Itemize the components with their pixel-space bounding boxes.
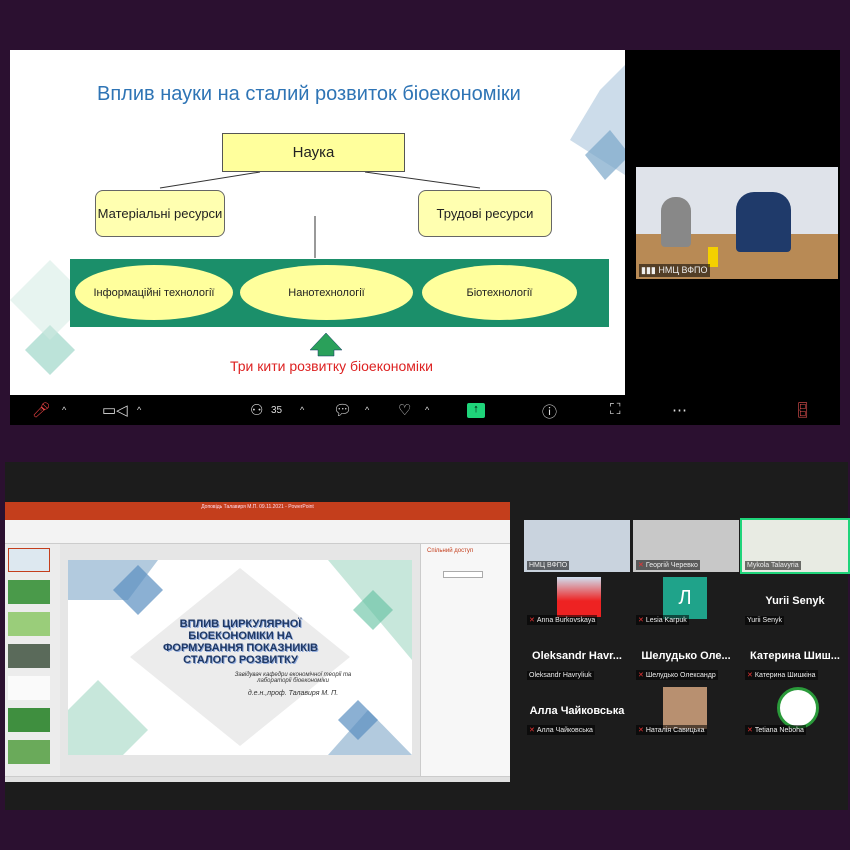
video-camera-icon[interactable]: ▭◁ [102, 402, 128, 419]
participant-tile[interactable]: Л✕Lesia Karpuk [633, 575, 739, 627]
avatar [557, 577, 601, 617]
ppt-ribbon[interactable] [5, 520, 510, 544]
participant-display-name: Oleksandr Havr... [532, 650, 622, 662]
info-icon[interactable]: ⓘ [542, 404, 558, 421]
powerpoint-window: Доповідь Талавиря М.П. 09.11.2021 - Powe… [5, 502, 510, 782]
participant-tile[interactable]: Mykola Talavyria [740, 518, 850, 574]
slide-thumbnails-pane[interactable] [5, 544, 60, 776]
participant-display-name: Алла Чайковська [529, 705, 625, 717]
node-material-resources: Матеріальні ресурси [95, 190, 225, 237]
participant-tile[interactable]: Oleksandr Havr... Oleksandr Havryliuk [524, 630, 630, 682]
participant-name-label: ✕Алла Чайковська [527, 725, 595, 735]
ppt-slide: ВПЛИВ ЦИРКУЛЯРНОЇ БІОЕКОНОМІКИ НА ФОРМУВ… [68, 560, 412, 755]
thumbnail[interactable] [8, 708, 50, 732]
participant-tile[interactable]: ✕Наталія Савицька [633, 685, 739, 737]
shared-access-pane: Спільний доступ [420, 544, 510, 776]
participant-tile[interactable]: ✕Anna Burkovskaya [524, 575, 630, 627]
ppt-status-bar [5, 776, 510, 782]
thumbnail[interactable] [8, 740, 50, 764]
avatar: Л [663, 577, 707, 619]
slide-decor [68, 560, 412, 755]
chevron-up-icon[interactable]: ^ [137, 405, 142, 415]
participant-display-name: Шелудько Оле... [641, 650, 731, 662]
participant-name-label: Oleksandr Havryliuk [527, 671, 594, 680]
shared-slide: Вплив науки на сталий розвиток біоеконом… [10, 50, 625, 395]
participants-count: 35 [271, 405, 283, 416]
person-silhouette [661, 197, 691, 247]
participant-tile[interactable]: Катерина Шиш... ✕Катерина Шишкіна [742, 630, 848, 682]
participant-name-label: ✕Anna Burkovskaya [527, 615, 598, 625]
participant-name-label: ✕Наталія Савицька [636, 725, 707, 735]
ellipse-nano: Нанотехнології [240, 265, 413, 320]
participant-name-label: НМЦ ВФПО [527, 561, 570, 570]
participant-name-label: ✕Катерина Шишкіна [745, 670, 818, 680]
mic-muted-icon: ✕ [638, 562, 644, 569]
chat-icon[interactable]: 💬︎ [333, 402, 353, 419]
chevron-up-icon[interactable]: ^ [62, 405, 67, 415]
ppt-slide-subtitle: Завідувач кафедри економічної теорії та … [234, 672, 352, 684]
mic-muted-icon: ✕ [529, 727, 535, 734]
ellipse-it: Інформаційні технології [75, 265, 233, 320]
participant-name-label: ✕Шелудько Олександр [636, 670, 718, 680]
slide-caption: Три кити розвитку біоекономіки [230, 358, 433, 374]
ppt-title-bar: Доповідь Талавиря М.П. 09.11.2021 - Powe… [5, 502, 510, 513]
node-science: Наука [222, 133, 405, 172]
top-meeting-window: Вплив науки на сталий розвиток біоеконом… [10, 50, 840, 425]
mic-muted-icon: ✕ [638, 672, 644, 679]
more-icon[interactable]: ⋯ [672, 402, 687, 419]
participant-tile[interactable]: НМЦ ВФПО [524, 520, 630, 572]
mic-muted-icon: ✕ [747, 672, 753, 679]
leave-icon[interactable]: 🚪︎ [793, 402, 813, 419]
thumbnail[interactable] [8, 548, 50, 572]
mic-muted-icon: ✕ [529, 617, 535, 624]
mic-muted-icon[interactable]: 🎤︎ [32, 402, 52, 419]
apps-icon[interactable]: ⛶ [610, 401, 621, 418]
avatar [777, 687, 819, 729]
node-labor-resources: Трудові ресурси [418, 190, 552, 237]
participants-icon[interactable]: ⚇ [250, 402, 264, 419]
thumbnail[interactable] [8, 676, 50, 700]
mic-muted-icon: ✕ [638, 727, 644, 734]
flag [708, 247, 718, 267]
thumbnail[interactable] [8, 580, 50, 604]
ppt-slide-author: д.е.н.,проф. Талавиря М. П. [247, 690, 339, 697]
video-name-label: ▮▮▮ НМЦ ВФПО [639, 264, 710, 277]
participant-name-label: Mykola Talavyria [745, 561, 801, 570]
mic-muted-icon: ✕ [747, 727, 753, 734]
participant-tile[interactable]: ✕Георгій Черевко [633, 520, 739, 572]
chevron-up-icon[interactable]: ^ [300, 405, 305, 415]
signal-icon: ▮▮▮ [641, 265, 659, 275]
participant-name-label: ✕Tetiana Neboha [745, 725, 806, 735]
pane-title: Спільний доступ [427, 548, 474, 554]
participant-tile[interactable]: ✕Tetiana Neboha [742, 685, 848, 737]
mic-muted-icon: ✕ [638, 617, 644, 624]
participant-tile[interactable]: Алла Чайковська ✕Алла Чайковська [524, 685, 630, 737]
ellipse-bio: Біотехнології [422, 265, 577, 320]
participant-display-name: Катерина Шиш... [750, 650, 840, 662]
meeting-toolbar: 🎤︎ ^ ▭◁ ^ ⚇ 35 ^ 💬︎ ^ ♡ ^ ↑ ⓘ ⛶ ⋯ 🚪︎ [10, 397, 840, 425]
share-screen-icon[interactable]: ↑ [467, 403, 485, 418]
thumbnail[interactable] [8, 612, 50, 636]
ppt-ribbon-tabs[interactable] [5, 513, 510, 520]
person-silhouette [736, 192, 791, 252]
pane-button[interactable] [443, 571, 483, 578]
participant-display-name: Yurii Senyk [765, 595, 825, 607]
slide-title: Вплив науки на сталий розвиток біоеконом… [97, 83, 521, 105]
participant-name-label: ✕Lesia Karpuk [636, 615, 689, 625]
reactions-heart-icon[interactable]: ♡ [398, 402, 412, 419]
participant-name-label: Yurii Senyk [745, 616, 785, 625]
chevron-up-icon[interactable]: ^ [425, 405, 430, 415]
avatar [663, 687, 707, 729]
thumbnail[interactable] [8, 644, 50, 668]
chevron-up-icon[interactable]: ^ [365, 405, 370, 415]
participant-tile[interactable]: Шелудько Оле... ✕Шелудько Олександр [633, 630, 739, 682]
participant-name-label: ✕Георгій Черевко [636, 560, 700, 570]
bottom-meeting-window: Доповідь Талавиря М.П. 09.11.2021 - Powe… [5, 462, 850, 810]
video-tile-speaker[interactable]: ▮▮▮ НМЦ ВФПО [636, 167, 838, 279]
ppt-slide-title: ВПЛИВ ЦИРКУЛЯРНОЇ БІОЕКОНОМІКИ НА ФОРМУВ… [163, 618, 318, 666]
participants-grid: НМЦ ВФПО ✕Георгій Черевко Mykola Talavyria… [520, 512, 850, 772]
